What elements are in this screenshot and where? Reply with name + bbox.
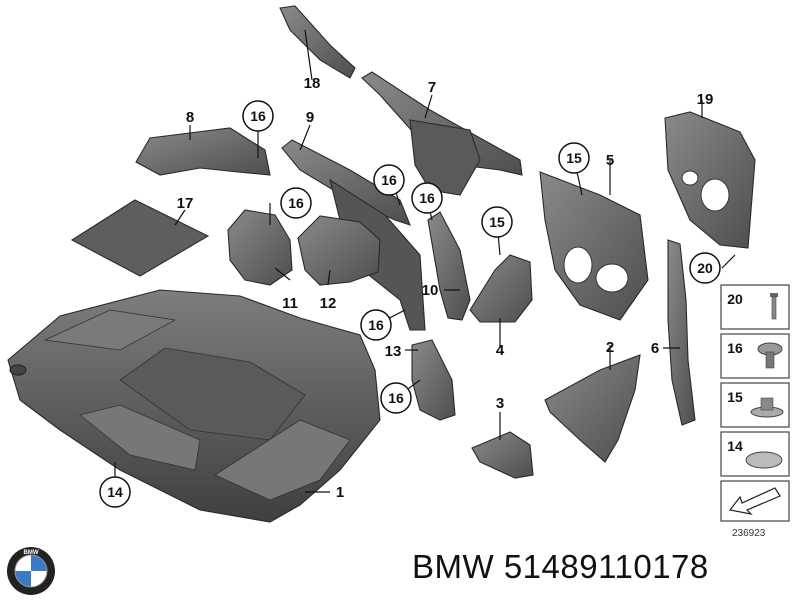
drawing-number: 236923 xyxy=(732,528,766,539)
callout-19: 19 xyxy=(697,91,714,108)
part-number-caption: BMW 51489110178 xyxy=(412,548,709,585)
callout-14: 14 xyxy=(107,484,123,500)
callout-16: 16 xyxy=(250,108,266,124)
part-18-strip xyxy=(279,5,356,79)
callout-15: 15 xyxy=(566,150,582,166)
part-11-trim xyxy=(227,209,293,286)
screw-icon xyxy=(770,293,778,320)
part-5-panel xyxy=(539,171,649,321)
callout-6: 6 xyxy=(651,340,659,357)
part-underbody-panel xyxy=(7,289,381,523)
direction-arrow-icon xyxy=(728,487,781,515)
callout-16: 16 xyxy=(419,190,435,206)
callout-16: 16 xyxy=(368,317,384,333)
legend-label-14: 14 xyxy=(727,438,743,454)
callout-17: 17 xyxy=(177,195,194,212)
part-2-bracket xyxy=(544,354,641,463)
callout-circle-16e: 16 xyxy=(360,309,392,341)
callout-circle-16f: 16 xyxy=(380,382,412,414)
part-13-bracket xyxy=(411,339,456,421)
callout-circle-15a: 15 xyxy=(481,206,513,238)
part-7-crossmember xyxy=(361,71,523,196)
part-6-pillar xyxy=(667,239,696,426)
plug-cap-icon xyxy=(745,451,783,469)
legend-label-15: 15 xyxy=(727,389,743,405)
callout-18: 18 xyxy=(304,75,321,92)
part-10-trim xyxy=(427,211,471,321)
callout-10: 10 xyxy=(422,282,439,299)
callout-circle-20: 20 xyxy=(689,252,721,284)
bmw-logo: BMW xyxy=(7,547,55,595)
part-12-trim xyxy=(297,215,381,286)
callout-circle-16a: 16 xyxy=(242,100,274,132)
callout-9: 9 xyxy=(306,109,314,126)
callout-16: 16 xyxy=(388,390,404,406)
callout-4: 4 xyxy=(496,342,505,359)
callout-circle-15b: 15 xyxy=(558,142,590,174)
callout-12: 12 xyxy=(320,295,337,312)
push-clip-icon xyxy=(757,342,783,369)
callout-16: 16 xyxy=(288,195,304,211)
part-19-panel xyxy=(664,111,756,249)
callout-2: 2 xyxy=(606,339,614,356)
legend-label-20: 20 xyxy=(727,291,743,307)
callout-20: 20 xyxy=(697,260,713,276)
callout-circle-16c: 16 xyxy=(373,164,405,196)
callout-3: 3 xyxy=(496,395,504,412)
part-8-bracket xyxy=(135,127,271,176)
callout-16: 16 xyxy=(381,172,397,188)
part-insulation-mat xyxy=(70,199,210,277)
logo-lettering: BMW xyxy=(24,550,39,556)
legend-cell-16 xyxy=(720,333,790,379)
legend-cell-20 xyxy=(720,284,790,330)
callout-15: 15 xyxy=(489,214,505,230)
fastener-legend: 20 16 15 14 xyxy=(720,284,790,522)
callout-circle-16d: 16 xyxy=(411,182,443,214)
callout-circle-14: 14 xyxy=(99,476,131,508)
legend-label-16: 16 xyxy=(727,340,743,356)
nut-clip-icon xyxy=(750,397,784,418)
callout-1: 1 xyxy=(336,484,344,501)
callout-5: 5 xyxy=(606,152,614,169)
callout-7: 7 xyxy=(428,79,436,96)
callout-13: 13 xyxy=(385,343,402,360)
part-4-bracket xyxy=(469,254,533,323)
callout-8: 8 xyxy=(186,109,194,126)
callout-circle-16b: 16 xyxy=(280,187,312,219)
callout-11: 11 xyxy=(282,295,298,312)
legend-cell-15 xyxy=(720,382,790,428)
part-3-shield xyxy=(471,431,534,479)
